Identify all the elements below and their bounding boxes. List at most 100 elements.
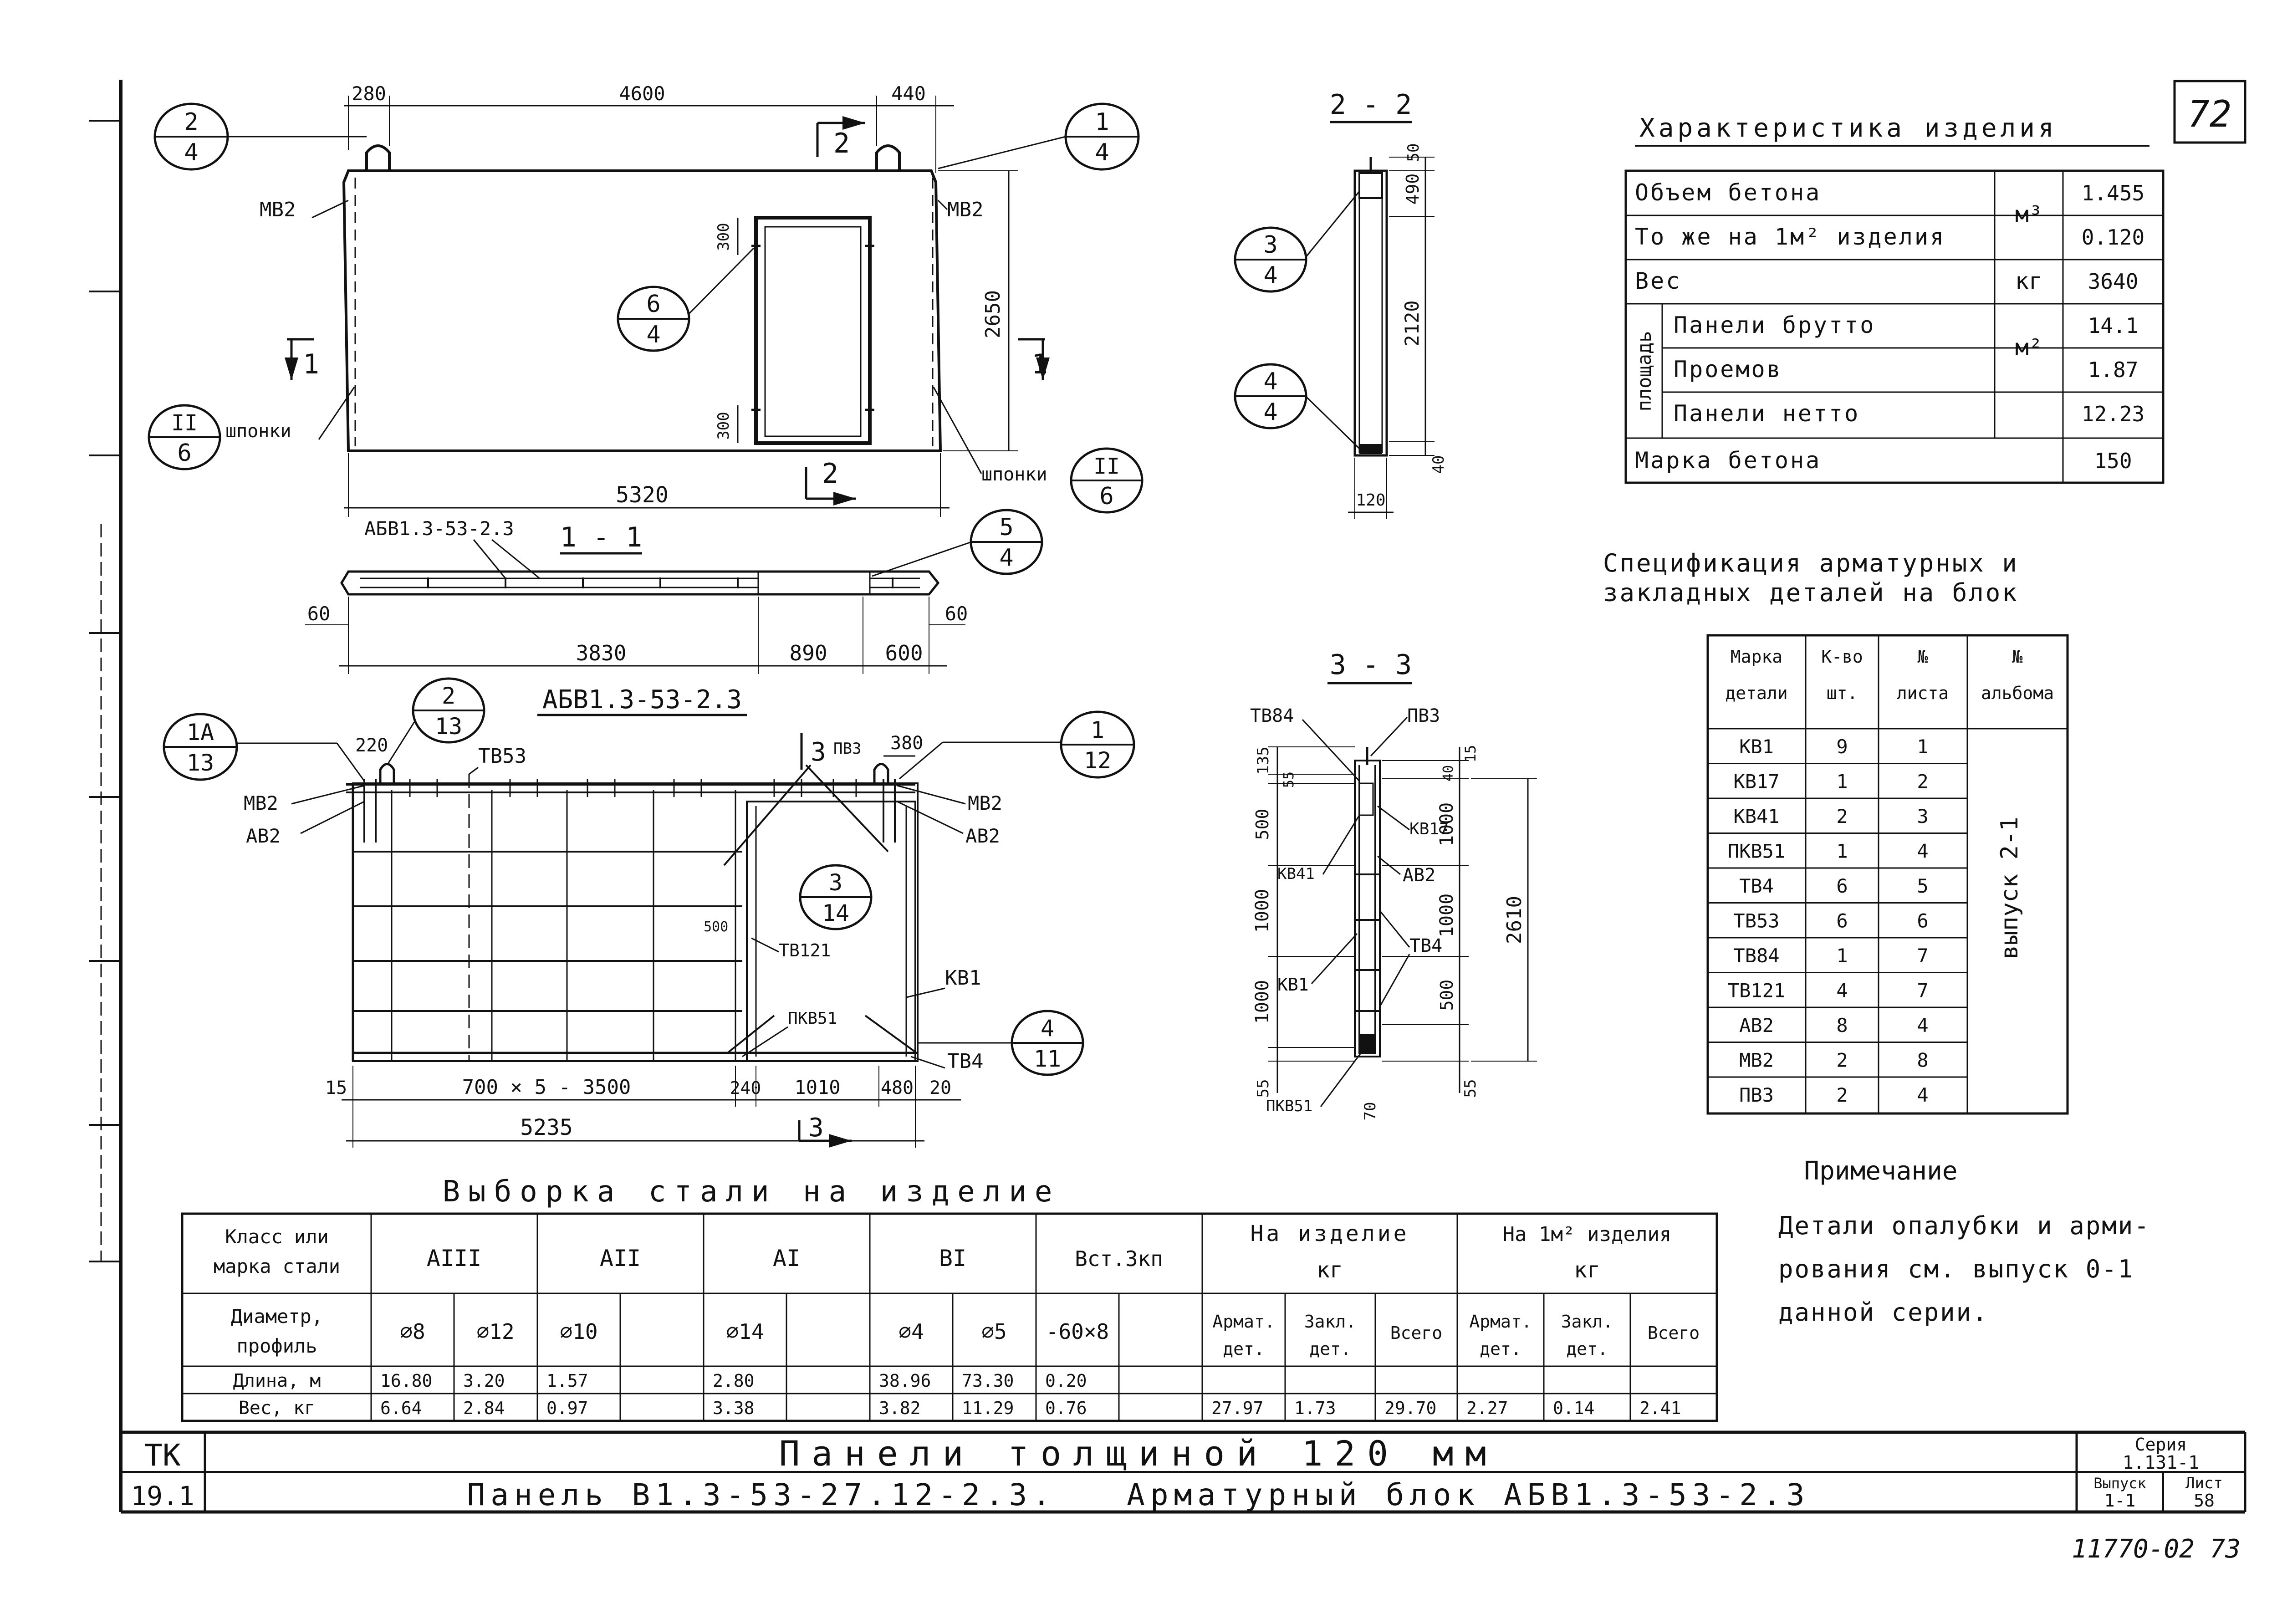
- block-dim-15: 15: [325, 1078, 347, 1098]
- section-2-2-callout-4-4-bottom: 4: [1263, 398, 1277, 426]
- steel-length-cell: 16.80: [380, 1371, 432, 1391]
- specification-header-line2: шт.: [1827, 683, 1858, 703]
- steel-weight-cell: 2.41: [1639, 1398, 1681, 1418]
- specification-row-mark: МВ2: [1739, 1049, 1774, 1072]
- panel-callout-ii-6-right: II 6: [1070, 447, 1144, 514]
- block-dim-480: 480: [881, 1078, 914, 1098]
- block-label-kv1: КВ1: [945, 966, 981, 990]
- specification-row-mark: ПВ3: [1739, 1084, 1774, 1106]
- specification-row-qty: 1: [1836, 945, 1848, 967]
- specification-row-mark: КВ1: [1739, 735, 1774, 758]
- section-2-2-dim-490: 490: [1403, 174, 1423, 205]
- panel-dim-opening-top: 300: [715, 223, 733, 250]
- block-callout-3-14-bottom: 14: [822, 900, 849, 926]
- steel-subhead-line1: Армат.: [1469, 1312, 1532, 1332]
- steel-per-item-unit: кг: [1317, 1257, 1343, 1283]
- block-callout-1-12-bottom: 12: [1084, 747, 1111, 774]
- section-2-2-dim-120: 120: [1356, 491, 1385, 510]
- specification-row-mark: ТВ84: [1733, 945, 1779, 967]
- block-view: АБВ1.3-53-2.3: [163, 677, 1135, 1148]
- steel-class-header-2: марка стали: [214, 1255, 340, 1277]
- section-3-3-dim-left-1000-a: 1000: [1252, 889, 1273, 933]
- block-callout-1a-13-top: 1А: [187, 719, 214, 746]
- title-issue-value: 1-1: [2104, 1491, 2136, 1511]
- title-series-label: Серия: [2135, 1435, 2187, 1455]
- section-3-3-dim-left-55-top: 55: [1281, 771, 1297, 788]
- section-2-2-callout-4-4-top: 4: [1263, 368, 1277, 395]
- specification-row-qty: 4: [1836, 980, 1848, 1002]
- section-3-3-dim-left-1000-b: 1000: [1252, 980, 1273, 1024]
- steel-class-header-1: Класс или: [225, 1226, 329, 1248]
- steel-length-cell: 0.20: [1045, 1371, 1087, 1391]
- steel-diameter-cell: ⌀4: [899, 1319, 924, 1344]
- block-dim-opening-500: 500: [704, 919, 728, 935]
- specification-row-sheet: 7: [1917, 980, 1928, 1002]
- characteristics-row-name: Панели нетто: [1674, 400, 1860, 427]
- steel-diameter-cell: ⌀10: [560, 1319, 597, 1344]
- block-label-mv2-left: МВ2: [244, 792, 278, 814]
- panel-callout-6-4-bottom: 4: [646, 321, 660, 348]
- title-sheet-value: 58: [2194, 1491, 2215, 1511]
- sheet-frame: 72: [89, 80, 2246, 1514]
- panel-callout-2-4-top: 2: [184, 108, 198, 136]
- section-2-2-dim-2120: 2120: [1401, 300, 1423, 346]
- characteristics-area-label: площадь: [1633, 331, 1655, 411]
- block-dim-top-220: 220: [355, 735, 388, 756]
- panel-callout-1-4-bottom: 4: [1095, 139, 1109, 166]
- section-3-3-dim-left-500: 500: [1252, 809, 1272, 840]
- characteristics-row-name: Проемов: [1674, 356, 1782, 383]
- block-label-tv53: ТВ53: [478, 745, 526, 768]
- steel-weight-cell: 6.64: [380, 1398, 422, 1418]
- panel-callout-ii-6-left: II 6: [148, 404, 221, 470]
- sheet-number: 72: [2188, 93, 2231, 135]
- specification-row-sheet: 8: [1917, 1049, 1928, 1072]
- steel-diameter-cell: -60×8: [1046, 1319, 1109, 1344]
- specification-row-sheet: 4: [1917, 1014, 1928, 1037]
- specification-row-sheet: 2: [1917, 771, 1928, 793]
- section-3-3-title: 3 - 3: [1330, 649, 1412, 681]
- characteristics-row-name: Марка бетона: [1635, 447, 1821, 474]
- specification-row-qty: 1: [1836, 771, 1848, 793]
- panel-dim-bottom: 5320: [616, 482, 669, 508]
- steel-per-m2-unit: кг: [1574, 1257, 1600, 1283]
- section-3-3: 3 - 3 135 55 500 1000 1000 55: [1250, 649, 1537, 1120]
- block-dim-700x5: 700 × 5 - 3500: [462, 1076, 631, 1099]
- section-2-2: 2 - 2 50 490 2120 40 120 3 4: [1234, 89, 1448, 519]
- panel-callout-ii-6-left-top: II: [171, 410, 198, 436]
- characteristics-row-unit: кг: [2015, 268, 2042, 294]
- characteristics-row-name: Объем бетона: [1635, 179, 1821, 206]
- panel-callout-ii-6-left-bottom: 6: [177, 439, 191, 467]
- steel-diameter-cell: ⌀5: [981, 1319, 1006, 1344]
- panel-callout-2-4: 2 4: [153, 102, 367, 171]
- steel-subhead-line2: дет.: [1480, 1339, 1521, 1359]
- section-3-3-label-pkv51: ПКВ51: [1266, 1097, 1312, 1115]
- block-label-pkv51: ПКВ51: [788, 1009, 837, 1028]
- specification-row-mark: КВ41: [1733, 805, 1779, 827]
- characteristics-row-name: То же на 1м² изделия: [1635, 224, 1945, 250]
- steel-weight-cell: 0.76: [1045, 1398, 1087, 1418]
- note-line-2: рования см. выпуск 0-1: [1778, 1255, 2134, 1283]
- title-sheet-label: Лист: [2185, 1474, 2223, 1492]
- specification-header-line2: листа: [1897, 683, 1949, 703]
- specification-header-line1: Марка: [1731, 647, 1782, 667]
- section-3-3-label-tv4: ТВ4: [1409, 935, 1442, 956]
- specification-row-mark: АВ2: [1739, 1014, 1774, 1037]
- specification-row-qty: 6: [1836, 875, 1848, 897]
- panel-section-mark-1-left: 1: [303, 348, 319, 380]
- specification-row-mark: КВ17: [1733, 771, 1779, 793]
- steel-diameter-cell: ⌀14: [726, 1319, 764, 1344]
- block-callout-2-13-top: 2: [442, 683, 455, 709]
- steel-group-a3: АIII: [427, 1245, 481, 1272]
- block-dim-top-380: 380: [890, 733, 923, 754]
- panel-dim-top-left: 280: [352, 82, 386, 105]
- section-2-2-title: 2 - 2: [1330, 89, 1412, 121]
- characteristics-row-name: Вес: [1635, 268, 1681, 294]
- section-3-3-label-tv84: ТВ84: [1250, 705, 1294, 726]
- section-2-2-dim-40: 40: [1430, 455, 1448, 474]
- panel-callout-ii-6-right-top: II: [1093, 454, 1120, 479]
- steel-weight-cell: 3.38: [713, 1398, 755, 1418]
- note-block: Примечание Детали опалубки и арми- рован…: [1778, 1156, 2149, 1327]
- section-1-1-dim-890: 890: [789, 641, 827, 665]
- block-callout-3-14-top: 3: [829, 869, 842, 896]
